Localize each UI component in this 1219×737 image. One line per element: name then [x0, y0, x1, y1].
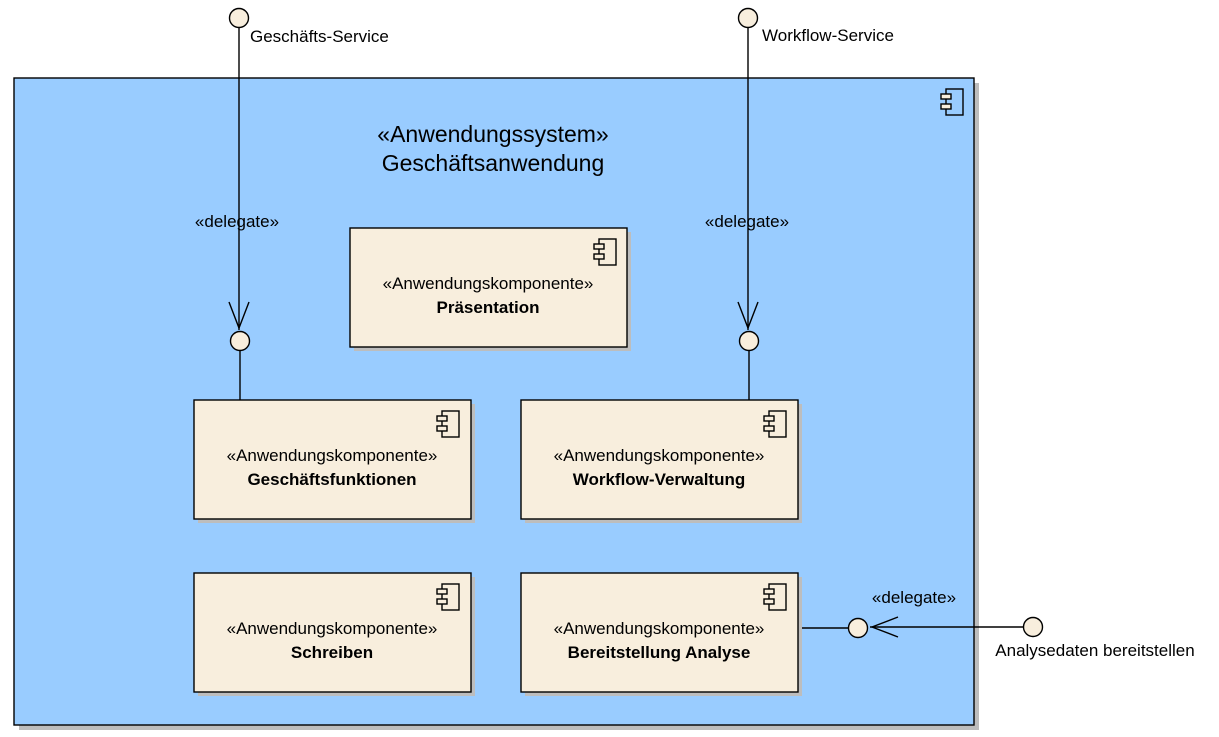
component-name: Geschäftsfunktionen — [247, 470, 416, 489]
component-name: Schreiben — [291, 643, 373, 662]
delegate-connector-left[interactable] — [228, 28, 250, 330]
delegate-label-left: «delegate» — [195, 212, 279, 231]
system-stereotype: «Anwendungssystem» — [377, 121, 608, 147]
interface-lollipop-icon[interactable] — [738, 330, 760, 352]
component-name: Präsentation — [437, 298, 540, 317]
port-label-geschaefts-service: Geschäfts-Service — [250, 27, 389, 46]
component-schreiben[interactable]: «Anwendungskomponente» Schreiben — [193, 572, 475, 696]
system-container[interactable]: «Anwendungssystem» Geschäftsanwendung — [13, 77, 979, 730]
interface-lollipop-icon[interactable] — [737, 7, 759, 29]
port-label-workflow-service: Workflow-Service — [762, 26, 894, 45]
component-geschaeftsfunktionen[interactable]: «Anwendungskomponente» Geschäftsfunktion… — [193, 399, 475, 523]
component-stereotype: «Anwendungskomponente» — [554, 446, 765, 465]
component-praesentation[interactable]: «Anwendungskomponente» Präsentation — [349, 227, 631, 351]
interface-lollipop-icon[interactable] — [1022, 616, 1044, 638]
component-stereotype: «Anwendungskomponente» — [227, 446, 438, 465]
component-name: Bereitstellung Analyse — [568, 643, 751, 662]
component-stereotype: «Anwendungskomponente» — [383, 274, 594, 293]
delegate-label-middle: «delegate» — [705, 212, 789, 231]
interface-lollipop-icon[interactable] — [229, 330, 251, 352]
system-name: Geschäftsanwendung — [382, 150, 605, 176]
component-bereitstellung-analyse[interactable]: «Anwendungskomponente» Bereitstellung An… — [520, 572, 802, 696]
interface-lollipop-icon[interactable] — [847, 617, 869, 639]
delegate-connector-middle[interactable] — [737, 28, 759, 330]
component-workflow-verwaltung[interactable]: «Anwendungskomponente» Workflow-Verwaltu… — [520, 399, 802, 523]
component-stereotype: «Anwendungskomponente» — [227, 619, 438, 638]
component-stereotype: «Anwendungskomponente» — [554, 619, 765, 638]
delegate-connector-right[interactable] — [870, 616, 1024, 638]
interface-lollipop-icon[interactable] — [228, 7, 250, 29]
delegate-label-right: «delegate» — [872, 588, 956, 607]
component-name: Workflow-Verwaltung — [573, 470, 746, 489]
port-label-analysedaten: Analysedaten bereitstellen — [995, 641, 1194, 660]
